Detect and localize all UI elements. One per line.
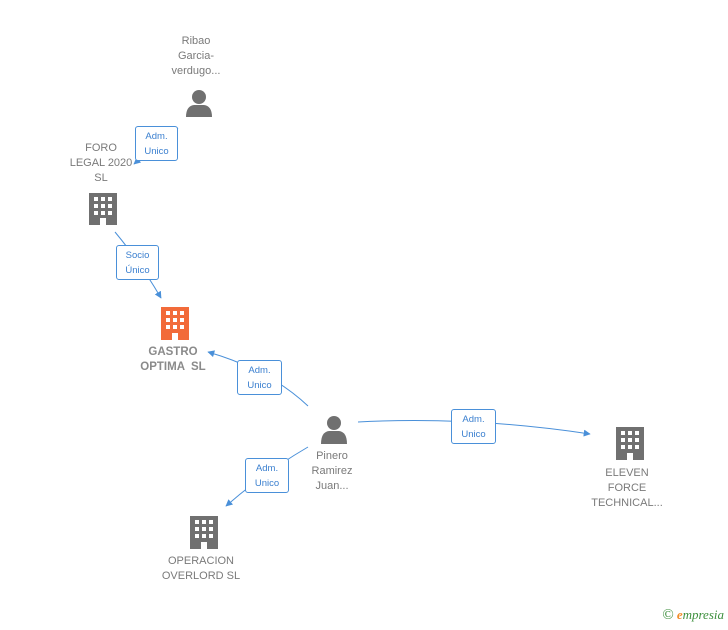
node-label-eleven[interactable]: ELEVEN FORCE TECHNICAL... <box>572 466 682 511</box>
node-label-line: Ramirez <box>311 465 353 477</box>
edge-label-line: Adm. <box>248 365 271 376</box>
node-label-line: GASTRO <box>148 346 198 358</box>
node-label-line: FORCE <box>607 482 647 494</box>
node-label-line: TECHNICAL... <box>591 497 663 509</box>
edge-label-pinero-eleven[interactable]: Adm. Unico <box>451 409 496 444</box>
brand-initial: e <box>676 607 683 622</box>
person-icon[interactable] <box>186 90 212 117</box>
edge-label-line: Unico <box>247 380 272 391</box>
edge-label-line: Adm. <box>255 463 279 474</box>
node-label-line: FORO <box>85 142 117 154</box>
node-label-line: Pinero <box>316 450 348 462</box>
node-label-line: OVERLORD SL <box>161 570 241 582</box>
edge-label-line: Adm. <box>145 131 168 142</box>
edge-label-line: Unico <box>144 146 169 157</box>
edge-label-line: Unico <box>461 429 486 440</box>
node-label-line: SL <box>94 172 108 184</box>
node-label-line: OPERACION <box>167 555 234 567</box>
person-icon[interactable] <box>321 416 347 444</box>
node-label-operacion[interactable]: OPERACION OVERLORD SL <box>146 554 256 584</box>
node-label-line: ELEVEN <box>605 467 649 479</box>
node-label-line: OPTIMA SL <box>140 361 206 373</box>
empresia-logo: ©empresia <box>662 607 724 624</box>
node-label-line: Juan... <box>315 480 349 492</box>
edge-label-pinero-operacion[interactable]: Adm. Unico <box>245 458 289 493</box>
edge-label-line: Socio <box>125 250 150 261</box>
building-icon[interactable] <box>89 193 117 225</box>
node-label-line: LEGAL 2020 <box>69 157 133 169</box>
building-icon[interactable] <box>616 427 644 460</box>
building-icon-focus[interactable] <box>161 307 189 340</box>
node-label-ribao[interactable]: Ribao Garcia- verdugo... <box>141 34 251 79</box>
building-icon[interactable] <box>190 516 218 549</box>
node-label-line: verdugo... <box>171 65 221 77</box>
edge-label-pinero-gastro[interactable]: Adm. Unico <box>237 360 282 395</box>
edge-label-line: Unico <box>254 478 280 489</box>
node-label-line: Garcia- <box>177 50 215 62</box>
edge-label-line: Adm. <box>462 414 485 425</box>
edge-label-ribao-foro[interactable]: Adm. Unico <box>135 126 178 161</box>
edge-label-foro-gastro[interactable]: Socio Único <box>116 245 159 280</box>
brand-name: mpresia <box>682 607 724 622</box>
copyright-icon: © <box>662 607 674 623</box>
node-label-foro[interactable]: FORO LEGAL 2020 SL <box>46 141 156 186</box>
node-label-line: Ribao <box>181 35 211 47</box>
node-label-gastro[interactable]: GASTRO OPTIMA SL <box>118 345 228 375</box>
node-label-pinero[interactable]: Pinero Ramirez Juan... <box>277 449 387 494</box>
edge-label-line: Único <box>125 265 150 276</box>
